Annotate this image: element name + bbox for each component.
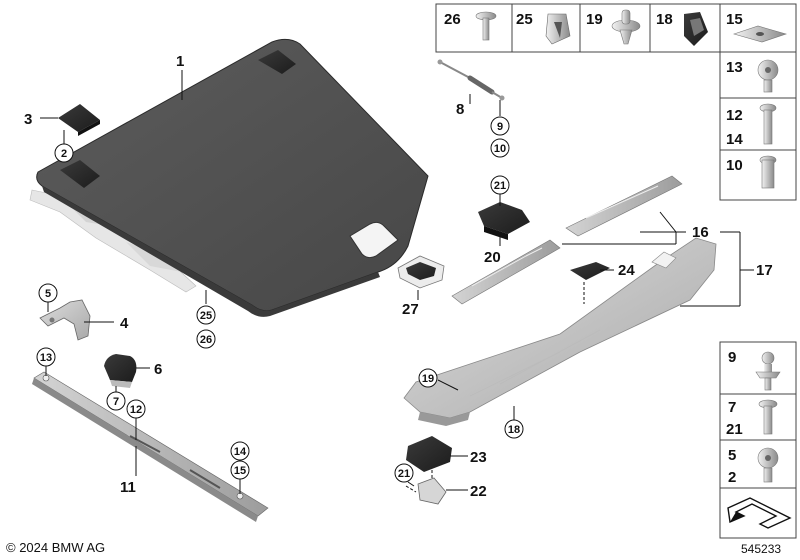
legend-bottom-2: 2 — [728, 469, 736, 486]
copyright-text: © 2024 BMW AG — [6, 540, 106, 555]
svg-text:5: 5 — [45, 288, 51, 300]
legend-top-19: 19 — [586, 11, 603, 28]
callout-23: 23 — [470, 449, 487, 466]
bracket-part-22 — [405, 470, 447, 505]
callout-circle-9: 9 — [490, 116, 510, 136]
svg-text:26: 26 — [200, 334, 212, 346]
legend-bottom-9: 9 — [728, 349, 736, 366]
svg-text:7: 7 — [113, 396, 119, 408]
legend-bottom: 9 7 21 5 2 — [719, 341, 797, 539]
gas-strut-part-8 — [437, 59, 505, 101]
callout-circle-7: 7 — [106, 391, 126, 411]
loading-sill-trim-part-17 — [403, 237, 717, 426]
svg-text:21: 21 — [494, 180, 506, 192]
callout-11: 11 — [120, 479, 136, 496]
svg-text:18: 18 — [508, 424, 520, 436]
rail-part-11 — [32, 371, 269, 522]
callout-labels: 1 3 4 6 11 8 20 27 16 17 24 23 22 — [24, 53, 773, 500]
ball-stud-icon — [755, 351, 781, 391]
svg-text:21: 21 — [398, 468, 410, 480]
callout-3: 3 — [24, 111, 32, 128]
torx-screw-icon — [758, 399, 778, 435]
callout-circle-13: 13 — [36, 347, 56, 367]
callout-6: 6 — [154, 361, 162, 378]
legend-right-12: 12 — [726, 107, 743, 124]
trim-strip-part-16 — [451, 175, 683, 305]
callout-circle-2: 2 — [54, 143, 74, 163]
legend-bottom-7: 7 — [728, 399, 736, 416]
screw-icon — [475, 11, 497, 41]
clip-part-24 — [570, 262, 610, 304]
bolt-icon — [759, 103, 777, 145]
callout-circle-14: 14 — [230, 441, 250, 461]
svg-text:9: 9 — [497, 121, 503, 133]
push-rivet-icon — [611, 9, 641, 45]
legend-top-26: 26 — [444, 11, 461, 28]
callout-circle-21a: 21 — [490, 175, 510, 195]
legend-top-25: 25 — [516, 11, 533, 28]
callout-24: 24 — [618, 262, 635, 279]
legend-right-13: 13 — [726, 59, 743, 76]
legend-bottom-5: 5 — [728, 447, 736, 464]
legend-top-18: 18 — [656, 11, 673, 28]
arrow-symbol-icon — [727, 497, 792, 529]
legend-top: 26 25 19 18 15 — [435, 3, 797, 53]
callout-circle-19: 19 — [418, 368, 438, 388]
svg-text:15: 15 — [234, 465, 246, 477]
luggage-floor-mat — [36, 38, 429, 317]
callout-circle-12: 12 — [126, 399, 146, 419]
rivet-nut-icon — [759, 155, 777, 189]
callout-22: 22 — [470, 483, 487, 500]
plate-nut-icon — [732, 25, 788, 43]
legend-right-14: 14 — [726, 131, 743, 148]
legend-right-10: 10 — [726, 157, 743, 174]
callout-circle-5: 5 — [38, 283, 58, 303]
spring-clip-icon — [684, 12, 708, 46]
svg-text:2: 2 — [61, 148, 67, 160]
cover-part-3 — [58, 104, 100, 136]
callout-circle-25: 25 — [196, 305, 216, 325]
leader-lines — [40, 70, 754, 494]
handle-part-27 — [397, 255, 445, 289]
svg-text:25: 25 — [200, 310, 212, 322]
callout-20: 20 — [484, 249, 501, 266]
callout-circle-21b: 21 — [394, 463, 414, 483]
hex-flange-screw-icon — [757, 447, 779, 483]
callout-circle-26: 26 — [196, 329, 216, 349]
bracket-part-4 — [39, 299, 91, 341]
callout-circle-18: 18 — [504, 419, 524, 439]
svg-text:13: 13 — [40, 352, 52, 364]
handle-part-20 — [478, 202, 530, 240]
callout-4: 4 — [120, 315, 129, 332]
flange-screw-icon — [757, 59, 779, 93]
clip-icon — [545, 13, 571, 45]
callout-17: 17 — [756, 262, 773, 279]
callout-8: 8 — [456, 101, 464, 118]
callout-16: 16 — [692, 224, 709, 241]
callout-circle-10: 10 — [490, 138, 510, 158]
circled-callouts: 2 5 13 7 12 14 15 25 26 9 10 21 19 18 21 — [36, 116, 524, 483]
legend-right: 13 12 14 10 — [719, 51, 797, 201]
diagram-reference-number: 545233 — [741, 542, 782, 556]
callout-27: 27 — [402, 301, 419, 318]
svg-text:12: 12 — [130, 404, 142, 416]
svg-text:10: 10 — [494, 143, 506, 155]
legend-top-15: 15 — [726, 11, 743, 28]
legend-bottom-21: 21 — [726, 421, 743, 438]
svg-text:19: 19 — [422, 373, 434, 385]
callout-1: 1 — [176, 53, 184, 70]
svg-text:14: 14 — [234, 446, 247, 458]
cover-part-23 — [406, 436, 452, 472]
cover-part-6 — [104, 354, 137, 388]
callout-circle-15: 15 — [230, 460, 250, 480]
